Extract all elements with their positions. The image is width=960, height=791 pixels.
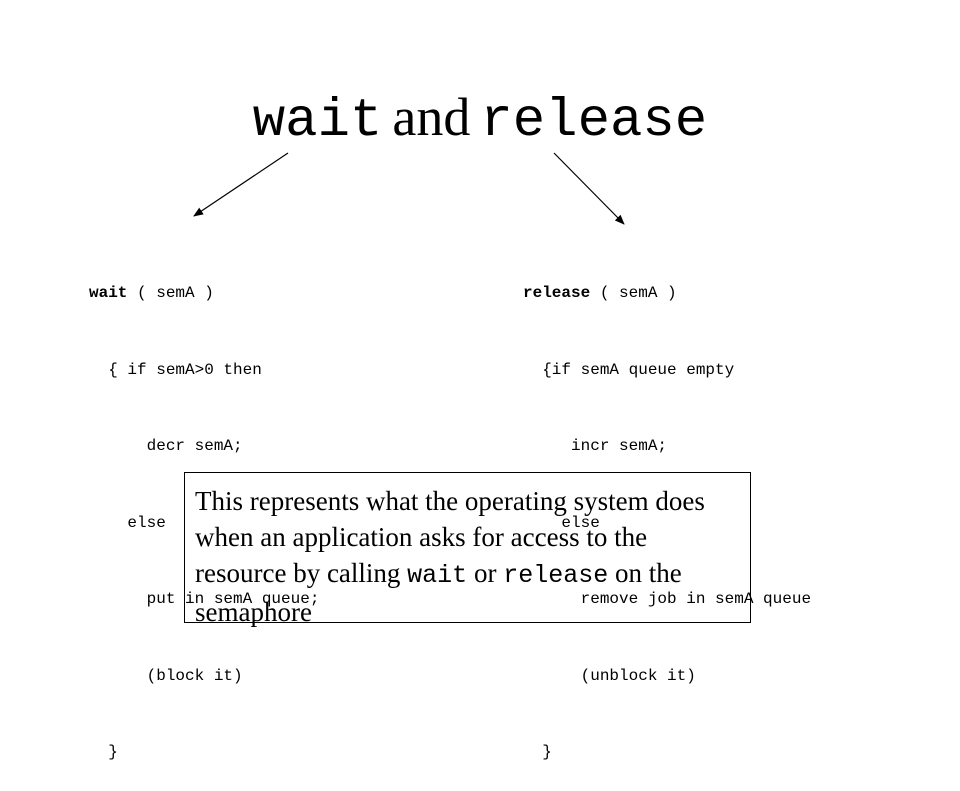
title-release-word: release	[480, 91, 708, 152]
wait-code-block: wait ( semA ) { if semA>0 then decr semA…	[89, 230, 319, 791]
wait-keyword: wait	[89, 284, 128, 302]
release-code-line: incr semA;	[523, 437, 668, 455]
note-text-after: on the semaphore	[195, 558, 682, 627]
release-signature-line: release ( semA )	[523, 281, 811, 307]
wait-code-line: else	[89, 513, 166, 532]
release-code-line: }	[523, 743, 552, 761]
wait-code-line: put in semA queue;	[89, 590, 320, 608]
note-text-before: This represents what the operating syste…	[195, 486, 705, 588]
wait-signature-args: ( semA )	[127, 284, 214, 302]
title-wait-word: wait	[252, 91, 383, 152]
release-code-line: else	[523, 513, 600, 532]
title-and-word: and	[392, 87, 471, 147]
release-code-line: (unblock it)	[523, 666, 696, 685]
note-text-or: or	[467, 558, 504, 588]
release-code-line: remove job in semA queue	[523, 590, 812, 608]
note-code-release: release	[503, 561, 609, 590]
wait-code-line: }	[89, 743, 118, 761]
release-keyword: release	[523, 284, 591, 302]
wait-signature-line: wait ( semA )	[89, 281, 319, 307]
release-code-block: release ( semA ) {if semA queue empty in…	[523, 230, 811, 791]
arrow-to-release-code	[553, 152, 625, 225]
release-code-line: {if semA queue empty	[523, 360, 735, 379]
release-signature-args: ( semA )	[590, 284, 677, 302]
wait-code-line: { if semA>0 then	[89, 360, 262, 379]
wait-code-line: (block it)	[89, 666, 243, 685]
arrow-to-wait-code	[193, 152, 289, 217]
note-code-wait: wait	[407, 561, 468, 590]
explanation-note-box: This represents what the operating syste…	[184, 472, 751, 627]
wait-code-line: decr semA;	[89, 437, 243, 455]
arrows-diagram	[193, 152, 625, 225]
